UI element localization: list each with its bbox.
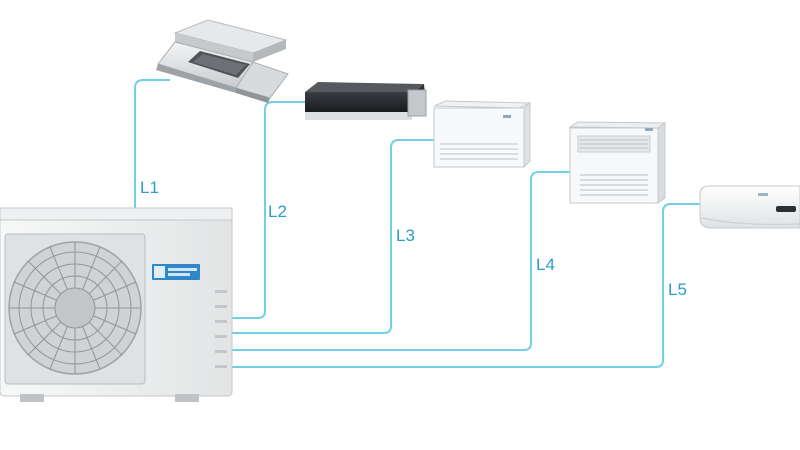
wall-mounted-icon — [699, 185, 800, 229]
label-l1: L1 — [140, 178, 159, 197]
ceiling-suspended-icon — [433, 100, 531, 169]
pipe-l3 — [230, 139, 436, 334]
label-l4: L4 — [536, 255, 555, 274]
outdoor-unit-icon — [0, 207, 233, 402]
floor-console-icon — [568, 121, 667, 204]
ceiling-cassette-icon — [156, 19, 289, 103]
pipe-l4 — [230, 171, 572, 351]
label-l5: L5 — [668, 280, 687, 299]
pipe-l5 — [230, 203, 704, 368]
label-l2: L2 — [268, 202, 287, 221]
ducted-unit-icon — [305, 82, 427, 120]
pipe-l1 — [134, 79, 170, 215]
label-l3: L3 — [396, 226, 415, 245]
refrigerant-pipes — [134, 79, 704, 368]
pipe-l2 — [230, 101, 310, 319]
